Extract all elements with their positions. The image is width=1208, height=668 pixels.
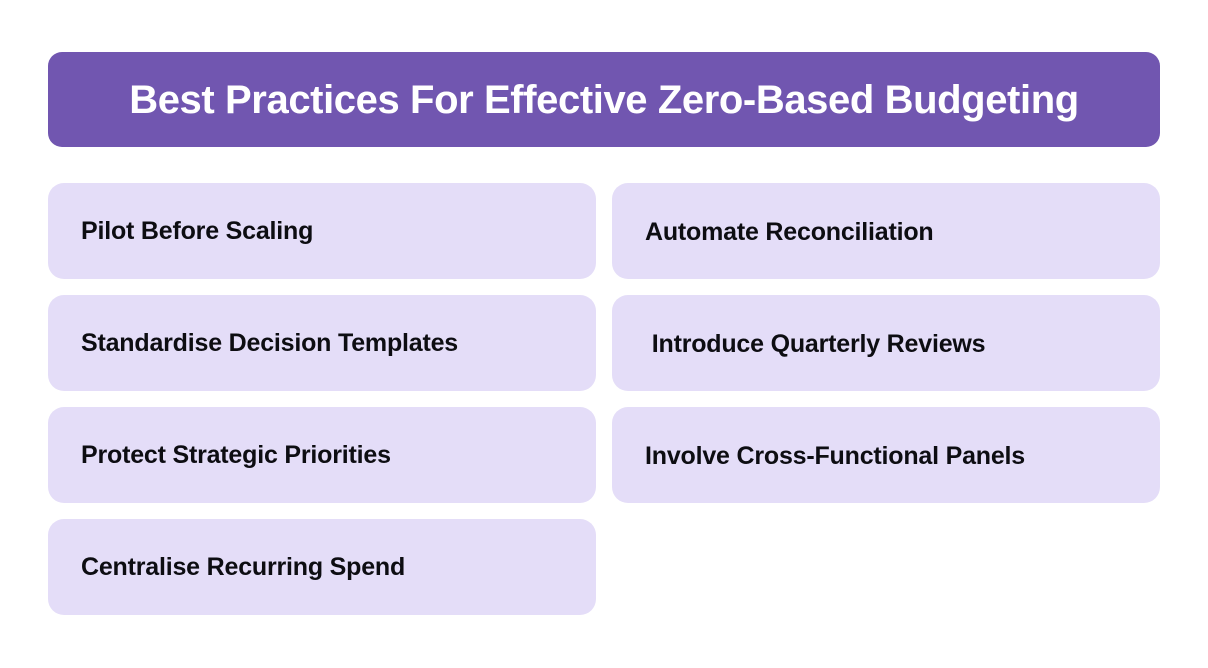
practice-card-label: Centralise Recurring Spend [81,553,406,581]
header-banner: Best Practices For Effective Zero-Based … [48,52,1160,147]
practice-card-automate-reconciliation[interactable]: Automate Reconciliation [612,183,1160,279]
practice-card-label: Standardise Decision Templates [81,329,458,357]
practice-card-centralise-recurring-spend[interactable]: Centralise Recurring Spend [48,519,596,615]
page-title: Best Practices For Effective Zero-Based … [129,77,1079,122]
practice-card-label: Involve Cross-Functional Panels [645,442,1026,470]
practice-card-involve-cross-functional-panels[interactable]: Involve Cross-Functional Panels [612,407,1160,503]
practice-card-introduce-quarterly-reviews[interactable]: Introduce Quarterly Reviews [612,295,1160,391]
practice-card-label: Introduce Quarterly Reviews [645,330,986,358]
practice-card-standardise-decision-templates[interactable]: Standardise Decision Templates [48,295,596,391]
practice-card-label: Protect Strategic Priorities [81,441,391,469]
practice-card-pilot-before-scaling[interactable]: Pilot Before Scaling [48,183,596,279]
practice-card-protect-strategic-priorities[interactable]: Protect Strategic Priorities [48,407,596,503]
grid-empty-slot [612,519,1160,615]
practices-grid: Pilot Before Scaling Automate Reconcilia… [48,183,1160,615]
practice-card-label: Pilot Before Scaling [81,217,314,245]
practice-card-label: Automate Reconciliation [645,218,934,246]
